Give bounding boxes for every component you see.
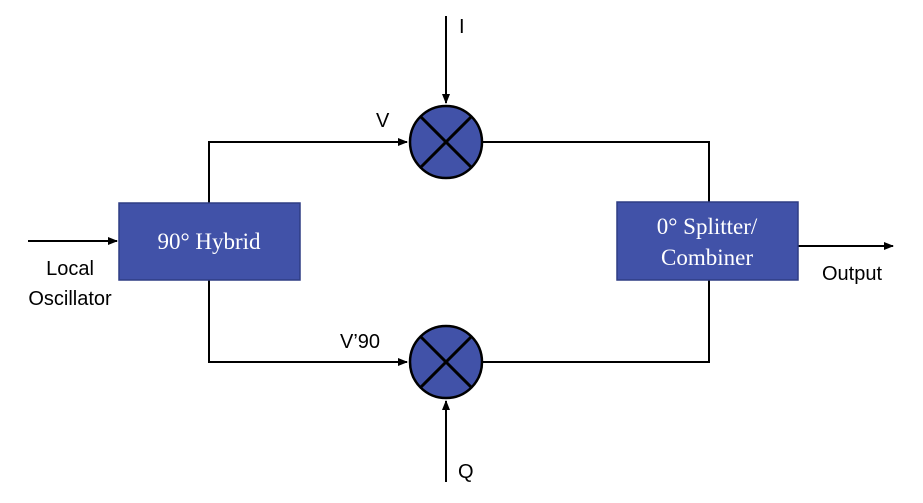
splitter-combiner-label-line1: 0° Splitter/ [657, 214, 758, 239]
lower-mixer-to-combiner-wire [483, 280, 710, 363]
local-oscillator-label-line2: Oscillator [28, 288, 112, 310]
hybrid-block: 90° Hybrid [118, 202, 301, 281]
q-input-label: Q [458, 461, 474, 483]
i-input-label: I [459, 16, 465, 38]
upper-mixer-to-combiner-wire [483, 141, 710, 202]
local-oscillator-label-line1: Local [46, 258, 94, 280]
hybrid-block-rect [118, 202, 301, 281]
v90-lower-label: V’90 [340, 331, 380, 353]
wires [28, 16, 894, 482]
lower-mixer-cross-b [419, 335, 473, 389]
splitter-combiner-block: 0° Splitter/ Combiner [616, 201, 799, 281]
splitter-combiner-label-line2: Combiner [661, 245, 753, 270]
upper-mixer-cross-b [419, 115, 473, 169]
hybrid-block-label: 90° Hybrid [157, 229, 261, 254]
splitter-combiner-block-rect [616, 201, 799, 281]
hybrid-to-lower-mixer-wire [208, 280, 408, 366]
lower-mixer-icon [408, 324, 484, 400]
upper-mixer-icon [408, 104, 484, 180]
v-upper-label: V [376, 110, 390, 132]
hybrid-to-upper-mixer-wire [208, 138, 408, 203]
output-label: Output [822, 263, 882, 285]
